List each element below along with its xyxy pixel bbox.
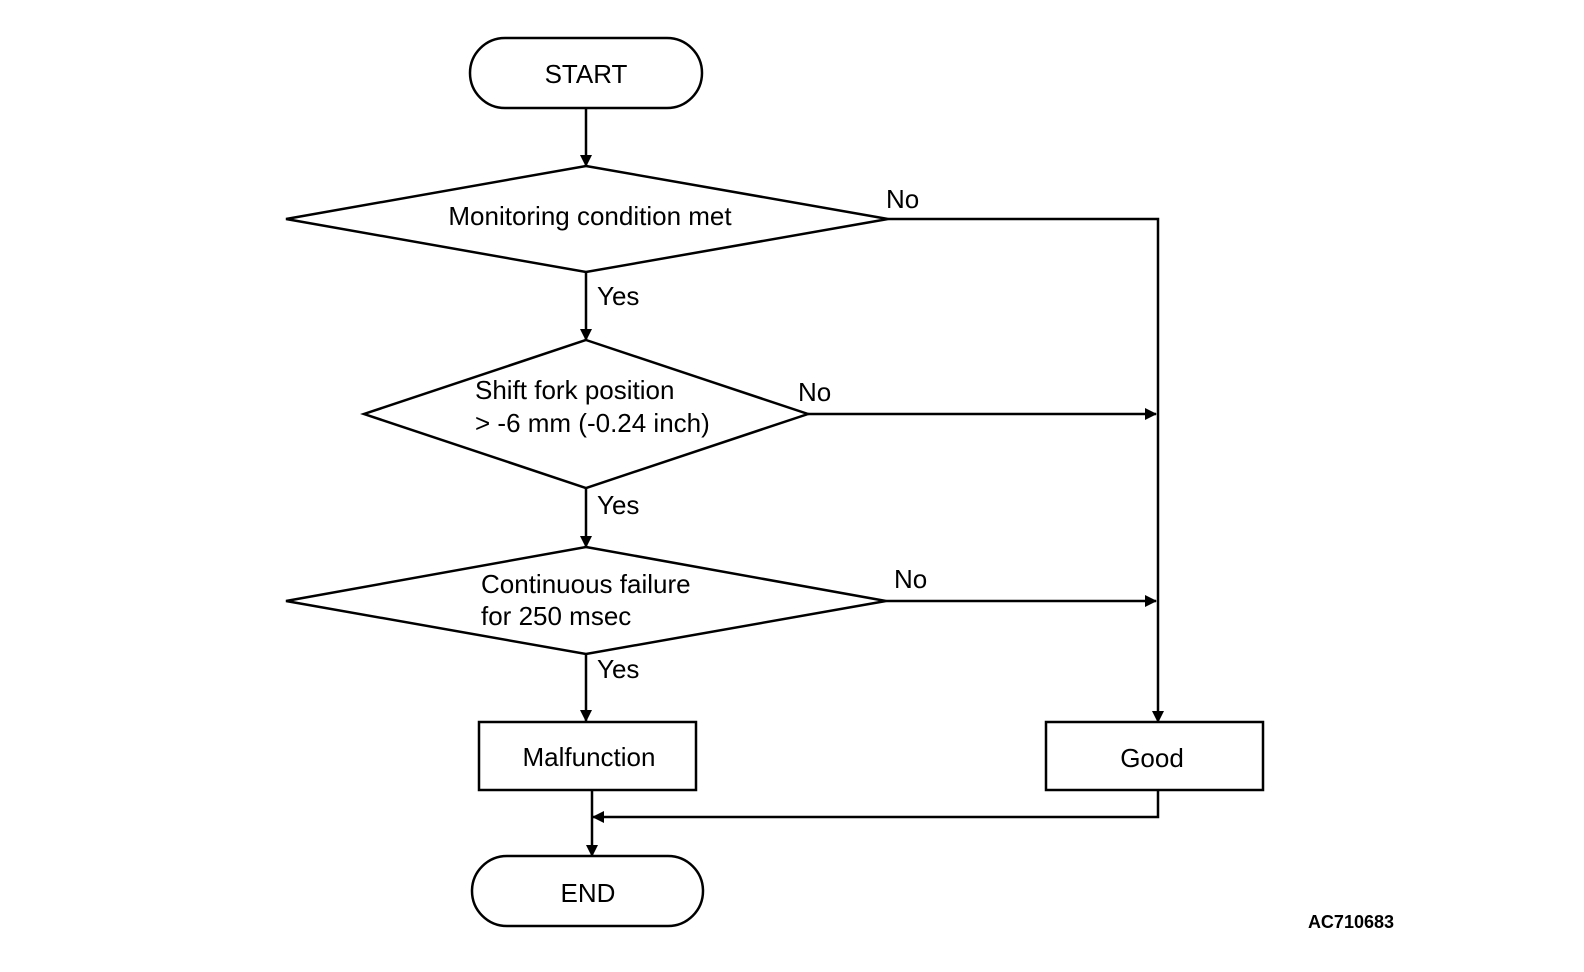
continuous-no-label: No bbox=[894, 564, 927, 594]
connector-good-to-join bbox=[592, 790, 1160, 823]
shift-fork-no-label: No bbox=[798, 377, 831, 407]
continuous-failure-label-line2: for 250 msec bbox=[481, 601, 631, 631]
continuous-failure-label-line1: Continuous failure bbox=[481, 569, 691, 599]
figure-reference-code: AC710683 bbox=[1308, 912, 1394, 932]
shift-fork-label-line2: > -6 mm (-0.24 inch) bbox=[475, 408, 710, 438]
good-box bbox=[1044, 720, 1265, 792]
shift-fork-label-line1: Shift fork position bbox=[475, 375, 674, 405]
continuous-yes-label: Yes bbox=[597, 654, 639, 684]
end-terminator bbox=[470, 854, 705, 928]
monitoring-condition-label: Monitoring condition met bbox=[448, 201, 732, 231]
monitoring-yes-label: Yes bbox=[597, 281, 639, 311]
end-label: END bbox=[561, 878, 616, 908]
good-label: Good bbox=[1120, 743, 1184, 773]
monitoring-no-label: No bbox=[886, 184, 919, 214]
shift-fork-yes-label: Yes bbox=[597, 490, 639, 520]
malfunction-label: Malfunction bbox=[523, 742, 656, 772]
malfunction-box bbox=[477, 720, 698, 792]
start-label: START bbox=[545, 59, 628, 89]
connector-monitoring-no-to-good bbox=[888, 217, 1164, 723]
